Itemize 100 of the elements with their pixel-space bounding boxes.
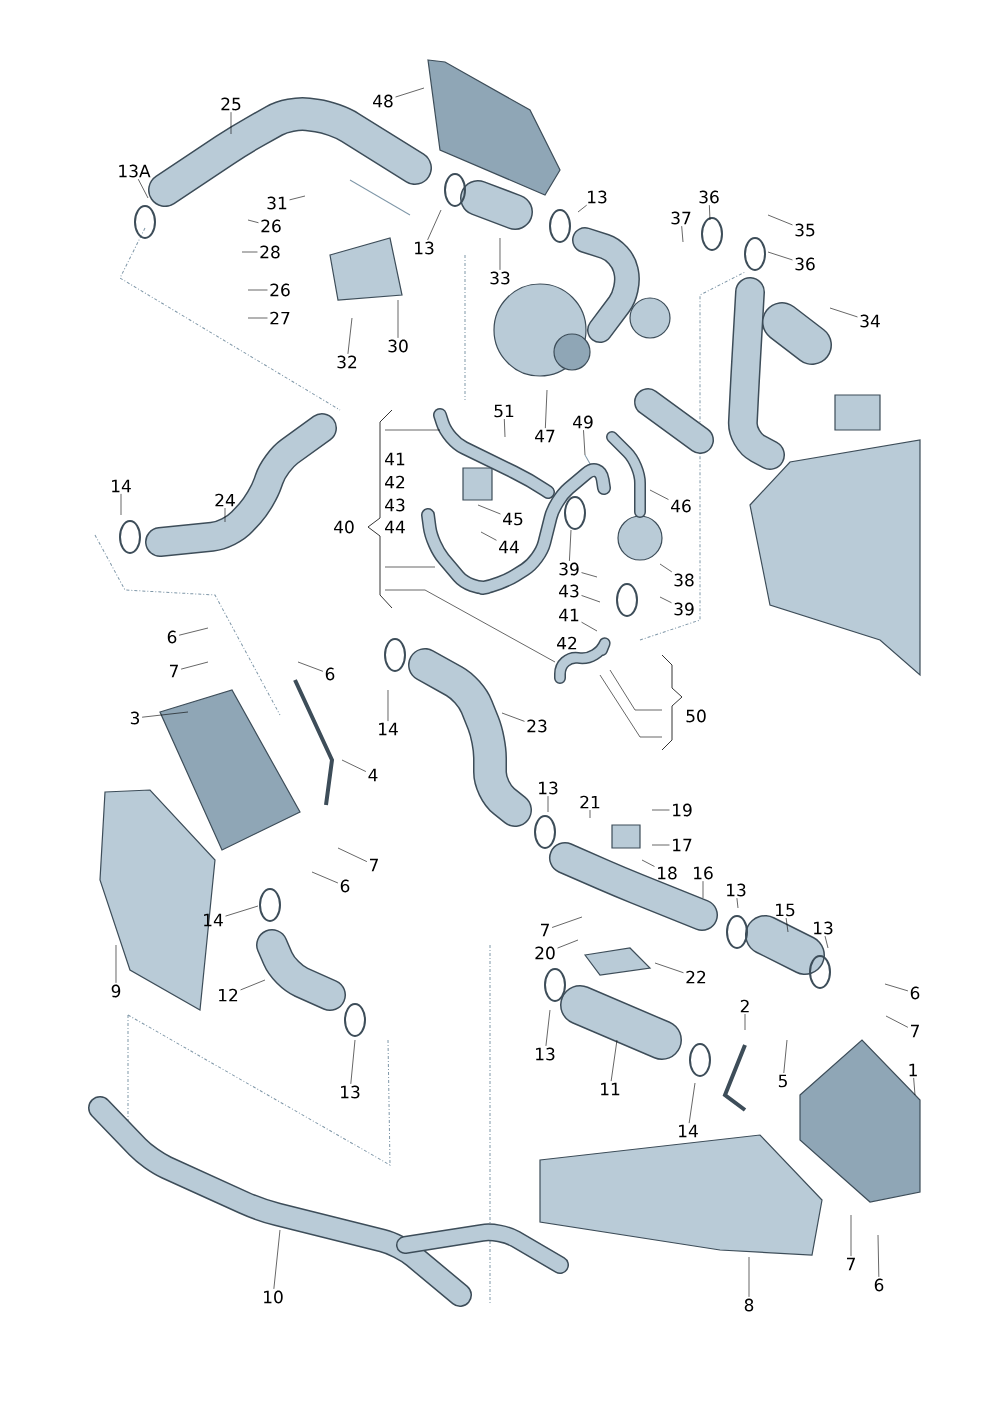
leader-line (885, 1015, 909, 1028)
leader-line (748, 1256, 750, 1298)
callout-number: 37 (671, 211, 691, 225)
callout-number: 8 (744, 1298, 754, 1312)
callout-number: 2 (740, 999, 749, 1013)
callout-number: 6 (167, 630, 177, 644)
leader-line (589, 809, 591, 819)
leader-line (767, 251, 793, 261)
callout-number: 32 (337, 355, 357, 369)
callout-number: 7 (847, 1257, 855, 1271)
leader-line (297, 661, 324, 672)
callout-number: 46 (671, 499, 691, 513)
leader-line (337, 847, 368, 862)
leader-line (577, 204, 587, 213)
callout-number: 36 (795, 257, 815, 271)
leader-line (480, 531, 497, 541)
callout-number: 13 (341, 1085, 360, 1099)
callout-number: 43 (385, 498, 405, 512)
leader-line (341, 759, 367, 772)
leader-line (702, 880, 704, 899)
leader-line (225, 905, 259, 917)
callout-number: 40 (334, 520, 354, 534)
callout-number: 41 (559, 608, 579, 622)
callout-number: 13A (119, 164, 151, 178)
callout-number: 12 (219, 988, 238, 1002)
callout-number: 26 (261, 219, 281, 233)
leader-line (499, 237, 501, 271)
leader-line (547, 795, 549, 813)
callout-number: 15 (776, 903, 795, 917)
callout-number: 28 (260, 245, 280, 259)
leader-line (120, 493, 122, 516)
callout-number: 14 (679, 1124, 698, 1138)
callout-number: 27 (270, 311, 290, 325)
leader-line (241, 251, 258, 253)
callout-number: 21 (580, 795, 600, 809)
callout-number: 5 (778, 1074, 787, 1088)
callout-number: 6 (910, 986, 920, 1000)
callout-number: 18 (658, 866, 677, 880)
callout-number: 6 (340, 879, 350, 893)
callout-number: 19 (673, 803, 692, 817)
leader-line (641, 859, 655, 867)
leader-line (659, 563, 673, 573)
callout-number: 6 (325, 667, 335, 681)
callout-number: 14 (112, 479, 131, 493)
callout-number: 13 (588, 190, 607, 204)
leader-line (581, 572, 598, 578)
callout-number: 4 (368, 768, 378, 782)
leader-line (501, 712, 525, 722)
callout-number: 14 (204, 913, 223, 927)
callout-number: 31 (267, 196, 287, 210)
leader-line (884, 983, 909, 992)
callout-number: 7 (911, 1024, 919, 1038)
callout-number: 44 (499, 540, 519, 554)
leader-line (581, 595, 601, 603)
leader-line (247, 289, 268, 291)
leader-line (850, 1214, 852, 1257)
callout-number: 48 (373, 94, 393, 108)
callout-number: 20 (535, 946, 555, 960)
leader-line (178, 627, 209, 636)
leader-line (736, 897, 739, 909)
callout-number: 50 (686, 709, 706, 723)
leader-line (347, 317, 353, 355)
leader-line (311, 871, 339, 884)
callout-number: 24 (215, 493, 235, 507)
leader-line (551, 916, 583, 928)
callout-number: 42 (557, 636, 577, 650)
callout-number: 51 (494, 404, 514, 418)
leader-line (610, 1039, 618, 1082)
leader-line (224, 507, 226, 523)
leader-line (180, 661, 209, 670)
leader-line (240, 979, 266, 991)
callout-number: 43 (559, 584, 579, 598)
leader-line (744, 1013, 746, 1031)
callout-number: 13 (415, 241, 434, 255)
leader-line (709, 204, 711, 221)
callout-number: 22 (686, 970, 706, 984)
callout-number: 9 (111, 984, 121, 998)
leader-line (289, 195, 306, 201)
callout-number: 7 (170, 664, 178, 678)
callout-number: 1 (909, 1063, 917, 1077)
callout-number: 35 (795, 223, 815, 237)
leader-line (137, 178, 149, 199)
leader-line (654, 962, 684, 974)
leader-line (115, 944, 117, 984)
callout-number: 44 (385, 520, 405, 534)
callout-number: 41 (385, 452, 405, 466)
leader-line (649, 489, 669, 500)
callout-number: 13 (536, 1047, 555, 1061)
callout-number: 45 (503, 512, 523, 526)
leader-line (581, 621, 598, 632)
leader-line (247, 317, 268, 319)
callout-number: 3 (130, 711, 140, 725)
leader-line (681, 225, 684, 243)
leader-line (829, 307, 858, 318)
callout-number: 7 (541, 923, 549, 937)
callout-number: 36 (699, 190, 719, 204)
callout-number: 34 (860, 314, 880, 328)
leader-line (427, 209, 442, 241)
leader-line (273, 1229, 281, 1290)
leader-line (557, 939, 579, 949)
